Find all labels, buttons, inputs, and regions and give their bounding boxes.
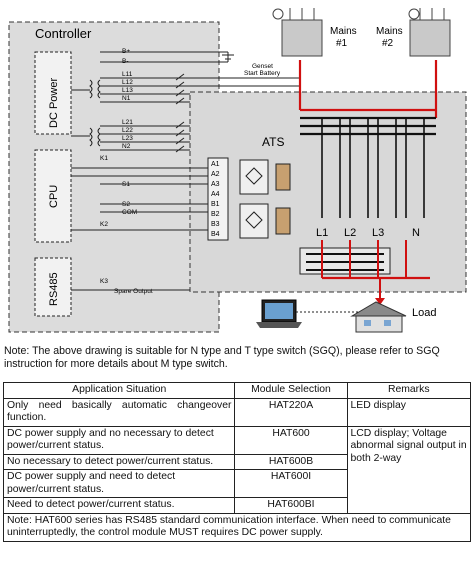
ats-terminal-b4: B4 xyxy=(211,231,220,238)
terminal-l22: L22 xyxy=(122,127,133,134)
table-footer-note: Note: HAT600 series has RS485 standard c… xyxy=(3,512,471,542)
row-remarks: LED display xyxy=(346,397,471,427)
laptop-icon xyxy=(256,299,360,328)
terminal-n1: N1 xyxy=(122,95,131,102)
mains1-label-2: #1 xyxy=(336,38,348,49)
genset-label-1: Genset xyxy=(252,63,273,70)
mains2-label-2: #2 xyxy=(382,38,394,49)
ats-terminal-a3: A3 xyxy=(211,181,220,188)
transformers xyxy=(71,79,101,147)
ats-terminal-a1: A1 xyxy=(211,161,220,168)
ats-terminal-a2: A2 xyxy=(211,171,220,178)
dc-power-label: DC Power xyxy=(48,78,60,128)
table-header-row: Application Situation Module Selection R… xyxy=(2,382,471,399)
row-module: HAT600BI xyxy=(234,497,348,514)
row-situation: DC power supply and no necessary to dete… xyxy=(2,425,236,455)
header-remarks: Remarks xyxy=(346,382,471,399)
header-module: Module Selection xyxy=(234,382,348,399)
row-situation: DC power supply and need to detect power… xyxy=(2,469,236,498)
row-module: HAT600 xyxy=(234,425,348,455)
ats-terminal-b3: B3 xyxy=(211,221,220,228)
phase-lines xyxy=(321,118,425,218)
phase-l3: L3 xyxy=(372,227,384,239)
row-situation: No necessary to detect power/current sta… xyxy=(2,453,236,470)
rs485-box xyxy=(34,257,72,317)
spare-output-label: Spare Output xyxy=(114,288,153,295)
terminal-l23: L23 xyxy=(122,135,133,142)
cpu-box xyxy=(34,149,72,243)
motor-modules xyxy=(239,159,291,239)
row-remarks: LCD display; Voltage abnormal signal out… xyxy=(346,425,471,514)
terminal-l12: L12 xyxy=(122,79,133,86)
controller-title: Controller xyxy=(35,26,92,41)
mains2-label-1: Mains xyxy=(376,26,403,37)
ats-control-lines xyxy=(71,167,208,291)
header-situation: Application Situation xyxy=(2,382,236,399)
mains2-transformer-icon xyxy=(408,8,451,57)
dc-power-box xyxy=(34,51,72,135)
row-situation: Only need basically automatic changeover… xyxy=(2,397,236,427)
table-footer-row: Note: HAT600 series has RS485 standard c… xyxy=(3,512,471,542)
module-selection-table: Application Situation Module Selection R… xyxy=(2,382,471,542)
ats-terminal-b2: B2 xyxy=(211,211,220,218)
phase-n: N xyxy=(412,227,420,239)
row-module: HAT220A xyxy=(234,397,348,427)
wiring-diagram: Controller DC Power CPU RS485 L11 L12 L1… xyxy=(8,8,467,333)
terminal-l13: L13 xyxy=(122,87,133,94)
terminal-l11: L11 xyxy=(122,71,133,78)
load-label: Load xyxy=(412,307,436,319)
ats-terminal-block xyxy=(207,157,229,241)
row-situation: Need to detect power/current status. xyxy=(2,497,236,514)
rs485-label: RS485 xyxy=(48,272,60,306)
ats-title: ATS xyxy=(262,135,284,149)
load-house-icon xyxy=(350,301,407,333)
row-module: HAT600B xyxy=(234,453,348,470)
table-row: Only need basically automatic changeover… xyxy=(2,397,471,427)
row-module: HAT600I xyxy=(234,469,348,498)
ats-terminal-a4: A4 xyxy=(211,191,220,198)
switch-contacts xyxy=(175,73,185,153)
k1-label: K1 xyxy=(100,155,108,162)
phase-l2: L2 xyxy=(344,227,356,239)
phase-l1: L1 xyxy=(316,227,328,239)
output-busbar xyxy=(299,240,430,305)
genset-label-2: Start Battery xyxy=(244,70,281,77)
ats-terminal-b1: B1 xyxy=(211,201,220,208)
cpu-label: CPU xyxy=(48,185,60,208)
mains1-transformer-icon xyxy=(272,8,323,57)
k2-label: K2 xyxy=(100,221,108,228)
genset-battery xyxy=(100,51,234,63)
terminal-l21: L21 xyxy=(122,119,133,126)
diagram-note: Note: The above drawing is suitable for … xyxy=(4,345,440,370)
mains1-label-1: Mains xyxy=(330,26,357,37)
table-row: DC power supply and no necessary to dete… xyxy=(2,425,471,514)
terminal-n2: N2 xyxy=(122,143,131,150)
table-row: DC power supply and need to detect power… xyxy=(2,469,471,498)
k3-label: K3 xyxy=(100,278,108,285)
